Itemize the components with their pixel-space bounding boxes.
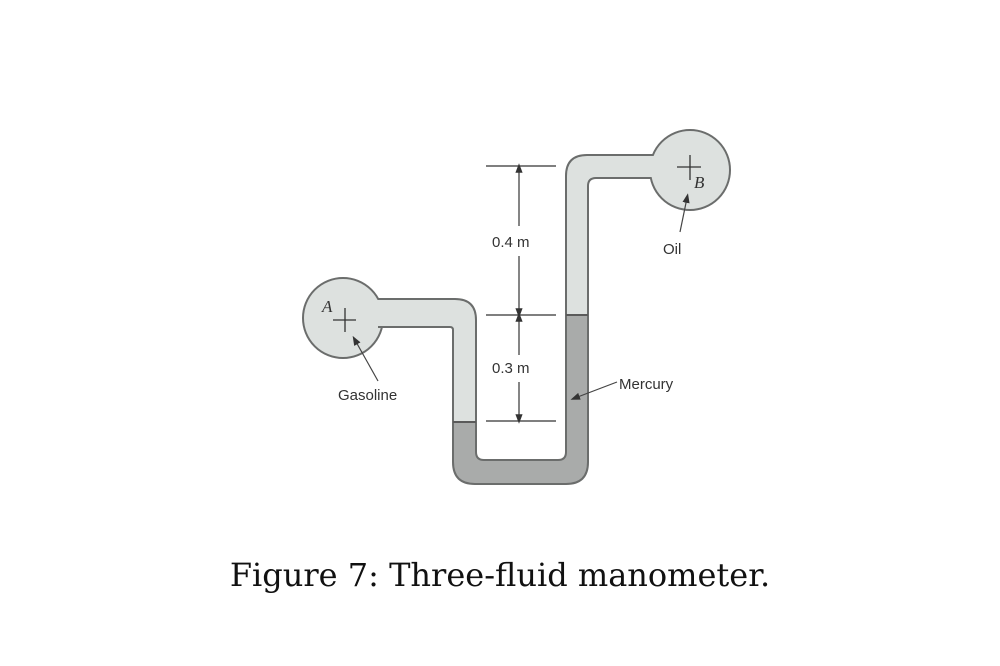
- oil-label: Oil: [663, 241, 681, 258]
- point-a-label: A: [321, 297, 333, 316]
- bulb-a-joint: [377, 300, 383, 326]
- bulb-b-joint: [648, 156, 656, 177]
- bulb-a: [302, 277, 384, 359]
- right-tube-oil: [565, 154, 656, 316]
- dimension-upper-label: 0.4 m: [492, 234, 530, 251]
- crosshair-b: [677, 155, 701, 180]
- figure-caption: Figure 7: Three-fluid manometer.: [229, 556, 771, 594]
- mercury-leader: [570, 381, 618, 400]
- dimension-lower-label: 0.3 m: [492, 360, 530, 377]
- crosshair-a: [333, 308, 356, 332]
- dimension-lines: [486, 163, 556, 424]
- oil-leader: [679, 193, 690, 233]
- gasoline-leader: [352, 335, 379, 382]
- manometer-diagram: A B 0.4 m 0.3 m Gasoline Oil Mercury: [302, 129, 731, 485]
- gasoline-label: Gasoline: [338, 387, 397, 404]
- mercury-label: Mercury: [619, 376, 674, 393]
- leader-lines: [352, 193, 690, 400]
- point-b-label: B: [694, 173, 705, 192]
